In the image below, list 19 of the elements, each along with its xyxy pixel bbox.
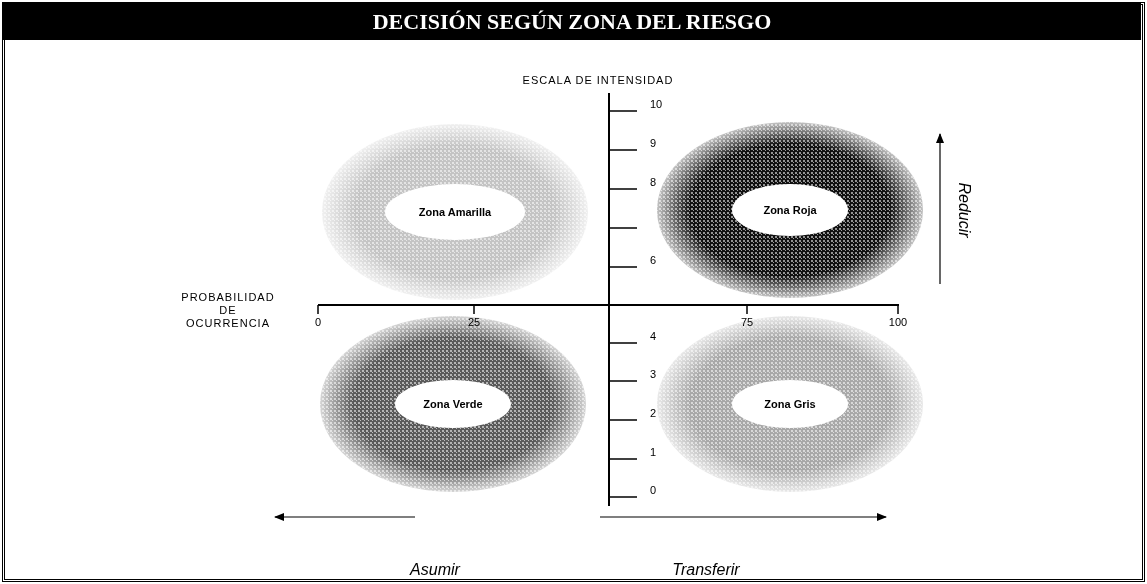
tick-label: 25 <box>467 316 481 328</box>
risk-zone-ellipse <box>655 120 925 300</box>
axis-title: ESCALA DE INTENSIDAD <box>522 74 674 86</box>
tick-label: 75 <box>740 316 754 328</box>
action-label: Transferir <box>672 561 740 579</box>
risk-zone-ellipse <box>655 314 925 494</box>
tick-label: 10 <box>650 98 663 110</box>
zone-label: Zona Verde <box>423 398 483 410</box>
tick-label: 0 <box>650 484 657 496</box>
risk-zone-ellipse <box>320 122 590 302</box>
zone-label: Zona Roja <box>763 204 817 216</box>
action-label: Asumir <box>410 561 460 579</box>
tick-label: 0 <box>314 316 322 328</box>
tick-label: 100 <box>888 316 908 328</box>
zone-label: Zona Amarilla <box>418 206 492 218</box>
axis-title: PROBABILIDAD DE OCURRENCIA <box>180 290 276 330</box>
title-bar: DECISIÓN SEGÚN ZONA DEL RIESGO <box>3 3 1141 40</box>
zone-label: Zona Gris <box>764 398 816 410</box>
action-label: Reducir <box>955 182 973 238</box>
